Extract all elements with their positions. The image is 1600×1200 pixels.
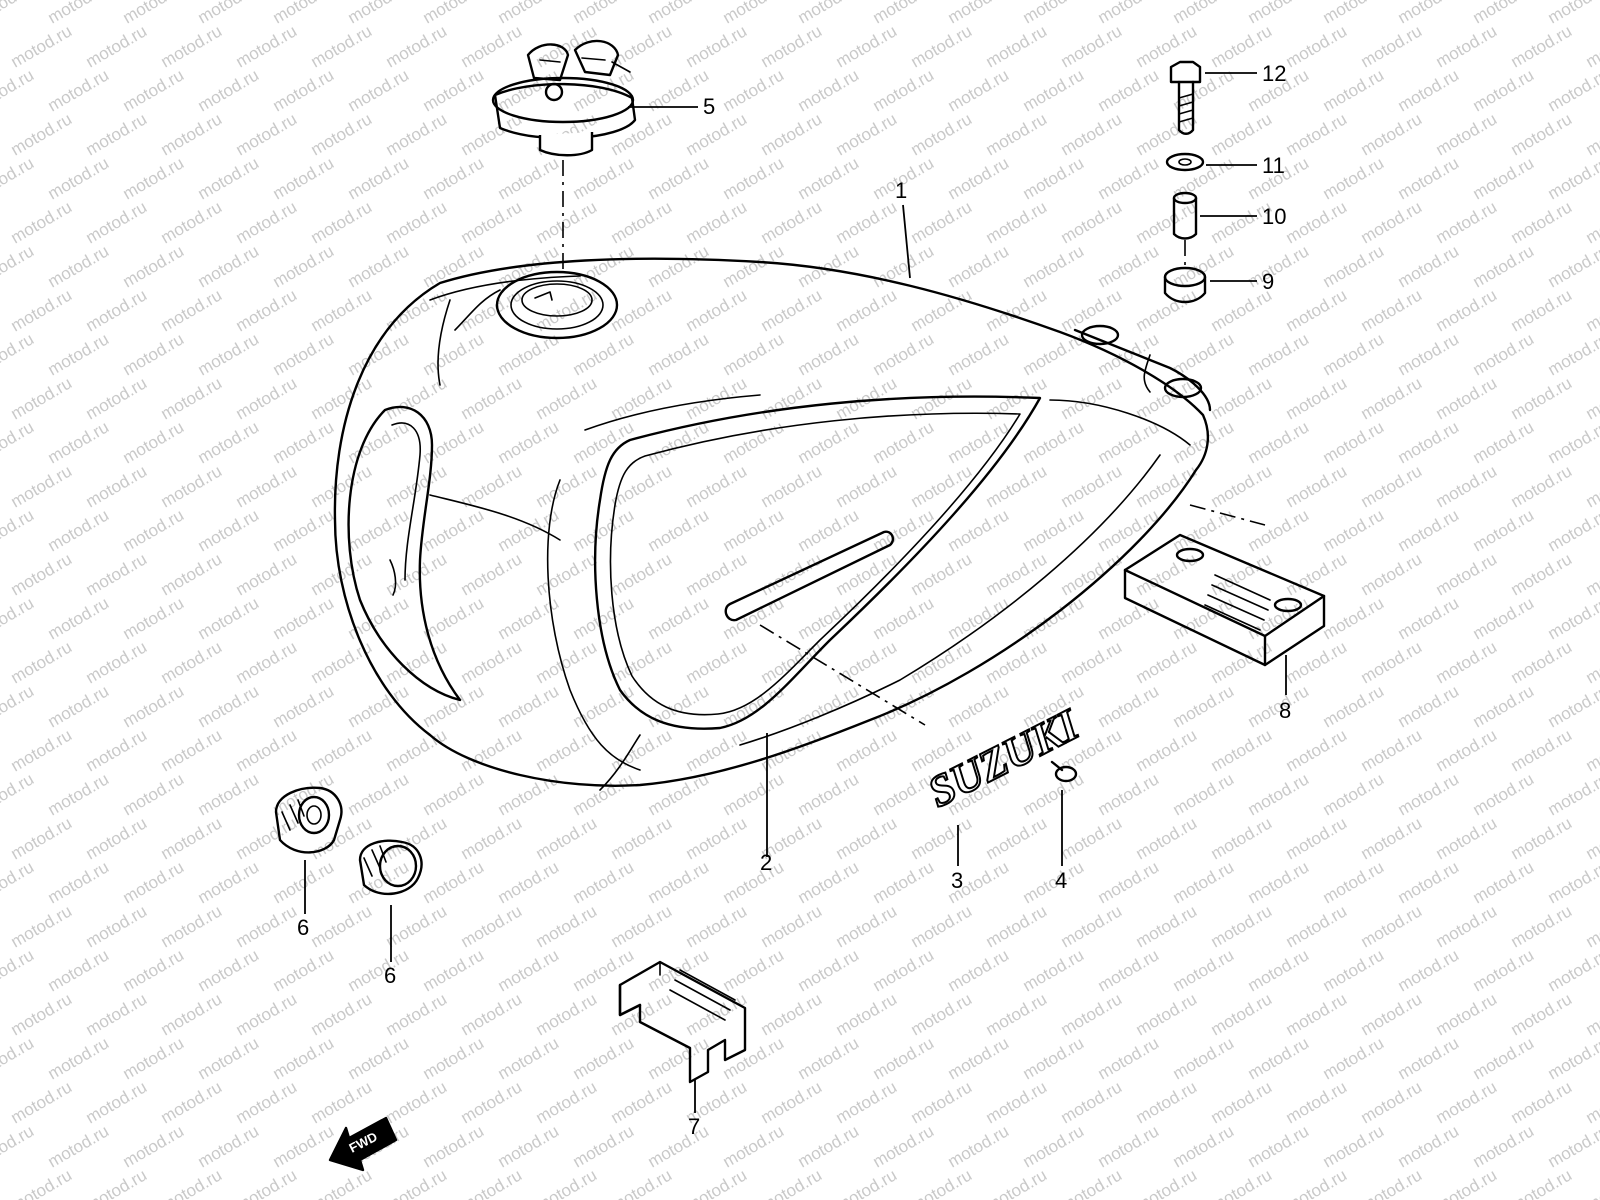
grommet — [1163, 266, 1207, 304]
fuel-cap — [491, 39, 637, 157]
callout-10: 10 — [1262, 204, 1286, 229]
cap-nut-left — [274, 786, 343, 854]
assembly-line-emblem — [759, 624, 926, 726]
assembly-line-cushion — [1189, 504, 1266, 526]
cap-nut-right — [358, 839, 423, 896]
callout-4: 4 — [1055, 868, 1067, 893]
callout-7: 7 — [688, 1114, 700, 1139]
callout-5: 5 — [703, 94, 715, 119]
callout-6-left: 6 — [297, 915, 309, 940]
washer — [1165, 152, 1205, 172]
callout-8: 8 — [1279, 698, 1291, 723]
callout-11: 11 — [1262, 153, 1285, 178]
callout-1: 1 — [895, 178, 907, 203]
collar — [1172, 191, 1198, 240]
callout-12: 12 — [1262, 61, 1286, 86]
callout-9: 9 — [1262, 269, 1274, 294]
fuel-tank — [333, 257, 1212, 791]
rear-cushion — [1123, 533, 1326, 667]
callout-6-right: 6 — [384, 963, 396, 988]
screw — [1050, 760, 1078, 783]
fwd-direction-marker: FWD — [328, 1116, 398, 1172]
callout-3: 3 — [951, 868, 963, 893]
bolt — [1169, 60, 1202, 135]
callout-2: 2 — [760, 850, 772, 875]
front-cushion — [618, 960, 747, 1084]
